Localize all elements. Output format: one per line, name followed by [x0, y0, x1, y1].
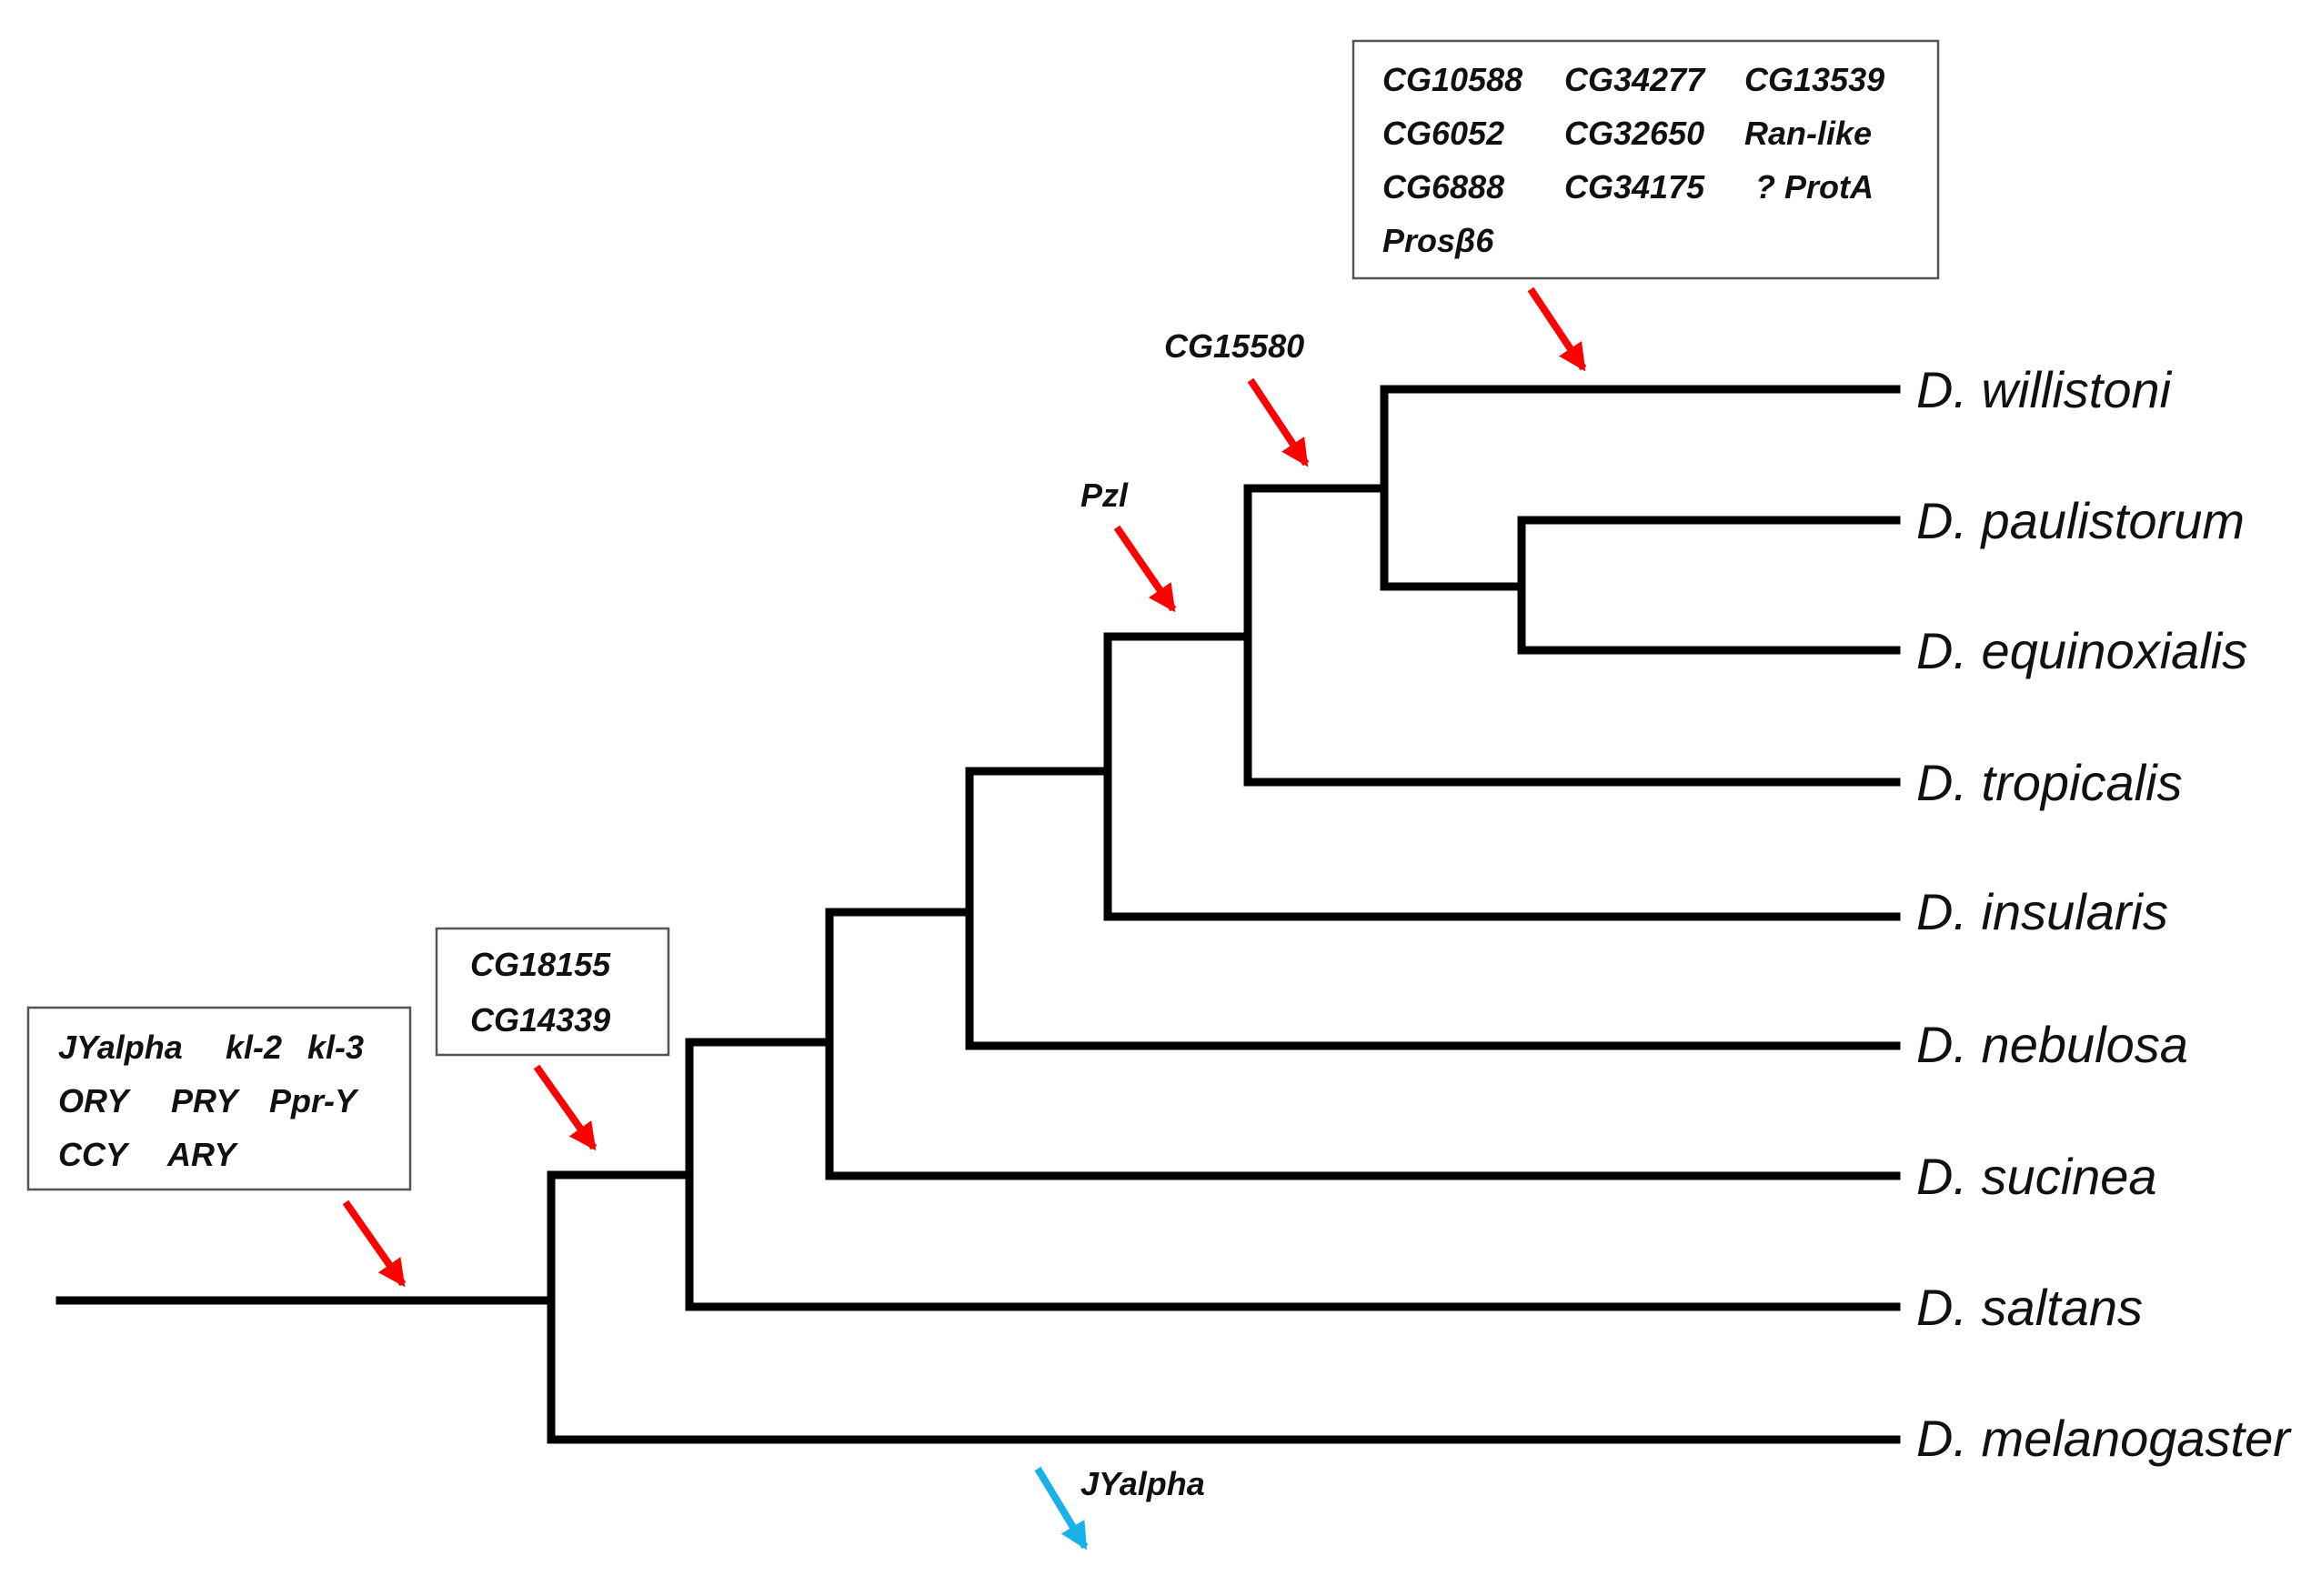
taxon-nebulosa: D. nebulosa	[1916, 1016, 2188, 1073]
gene-label: kl-2	[226, 1029, 282, 1066]
gene-label: CG10588	[1382, 61, 1522, 98]
gene-label: ORY	[58, 1082, 131, 1119]
taxon-insularis: D. insularis	[1916, 883, 2168, 940]
gain-arrow-saltans-clade	[533, 1064, 598, 1151]
gene-label: CG34277	[1564, 61, 1706, 98]
gene-label: CG13539	[1744, 61, 1884, 98]
taxon-melanogaster: D. melanogaster	[1916, 1410, 2292, 1467]
taxon-willistoni: D. willistoni	[1916, 361, 2173, 418]
saltans-clade-gene-box: CG18155 CG14339	[435, 927, 670, 1057]
root-gene-box-frame	[26, 1006, 412, 1191]
gene-label: kl-3	[307, 1029, 364, 1066]
gene-label: Ran-like	[1744, 115, 1872, 152]
taxon-paulistorum: D. paulistorum	[1916, 492, 2245, 549]
gene-label-jyalpha-loss: JYalpha	[1080, 1465, 1205, 1502]
gene-label: Prosβ6	[1382, 222, 1494, 259]
gene-label-cg15580: CG15580	[1164, 327, 1304, 365]
taxon-equinoxialis: D. equinoxialis	[1916, 622, 2247, 679]
willistoni-gene-box-frame	[1351, 39, 1940, 280]
gene-label: ? ProtA	[1755, 168, 1874, 206]
taxon-saltans: D. saltans	[1916, 1279, 2143, 1336]
gene-label: CG6888	[1382, 168, 1504, 206]
gene-label: Ppr-Y	[269, 1082, 359, 1119]
saltans-clade-gene-box-frame	[435, 927, 670, 1057]
gene-label: PRY	[171, 1082, 240, 1119]
gain-arrow-root	[342, 1200, 407, 1288]
gain-arrow-cg15580	[1247, 377, 1310, 467]
gene-label: JYalpha	[58, 1029, 183, 1066]
gene-label: CG18155	[470, 946, 611, 983]
gene-label: CG34175	[1564, 168, 1705, 206]
gene-label: CCY	[58, 1136, 130, 1173]
gene-label: CG6052	[1382, 115, 1504, 152]
gain-arrow-pzl	[1113, 525, 1177, 613]
gene-label: CG32650	[1564, 115, 1704, 152]
taxon-tropicalis: D. tropicalis	[1916, 754, 2183, 811]
gain-arrow-willistoni	[1527, 286, 1587, 372]
willistoni-gene-box: CG10588 CG34277 CG13539 CG6052 CG32650 R…	[1351, 39, 1940, 280]
loss-arrow-jyalpha	[1034, 1466, 1089, 1551]
gene-label: CG14339	[470, 1001, 610, 1039]
gene-label-pzl: Pzl	[1080, 477, 1129, 514]
root-gene-box: JYalpha kl-2 kl-3 ORY PRY Ppr-Y CCY ARY	[26, 1006, 412, 1191]
taxon-sucinea: D. sucinea	[1916, 1148, 2157, 1205]
gene-label: ARY	[166, 1136, 238, 1173]
